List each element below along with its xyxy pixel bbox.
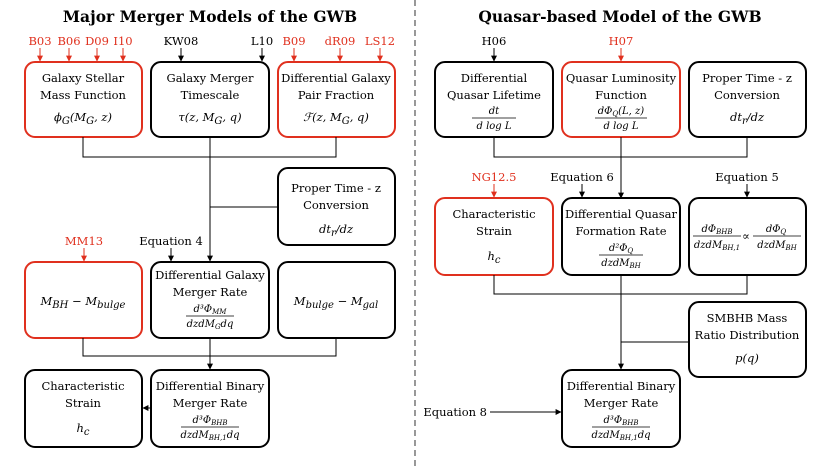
- svg-text:Differential Galaxy: Differential Galaxy: [155, 268, 265, 282]
- svg-text:p(q): p(q): [735, 351, 759, 365]
- box-differential-galaxy-pair-fraction: Differential Galaxy Pair Fraction ℱ(z, M…: [277, 61, 396, 138]
- svg-text:d log L: d log L: [476, 121, 511, 132]
- svg-text:dzdMBH: dzdMBH: [757, 240, 797, 252]
- svg-text:Mbulge − Mgal: Mbulge − Mgal: [293, 294, 378, 311]
- svg-text:Conversion: Conversion: [303, 198, 369, 212]
- svg-text:Differential Galaxy: Differential Galaxy: [281, 71, 391, 85]
- box-characteristic-strain-left: Characteristic Strain hc: [24, 369, 143, 448]
- svg-text:dtr/dz: dtr/dz: [730, 110, 765, 127]
- svg-text:dzdMBH,1dq: dzdMBH,1dq: [180, 430, 239, 442]
- ref-h07: H07: [609, 34, 634, 48]
- svg-text:τ(z, MG, q): τ(z, MG, q): [178, 110, 241, 127]
- box-characteristic-strain-right: Characteristic Strain hc: [434, 197, 554, 276]
- label-equation-8: Equation 8: [423, 405, 487, 419]
- svg-text:Proper Time - z: Proper Time - z: [291, 181, 381, 195]
- box-mbh-mbulge: MBH − Mbulge: [24, 261, 143, 339]
- svg-text:dΦQ(L, z): dΦQ(L, z): [598, 106, 645, 118]
- svg-text:∝: ∝: [742, 229, 750, 243]
- svg-text:hc: hc: [76, 421, 89, 438]
- box-smbhb-mass-ratio-distribution: SMBHB Mass Ratio Distribution p(q): [688, 301, 807, 378]
- box-differential-binary-merger-rate-left: Differential Binary Merger Rate d³ΦBHB d…: [150, 369, 270, 448]
- svg-text:Merger Rate: Merger Rate: [173, 285, 248, 299]
- svg-text:d³ΦBHB: d³ΦBHB: [603, 415, 638, 427]
- box-proper-time-conversion-left: Proper Time - z Conversion dtr/dz: [277, 167, 396, 246]
- svg-text:Merger Rate: Merger Rate: [173, 396, 248, 410]
- svg-text:Function: Function: [595, 88, 647, 102]
- box-differential-binary-merger-rate-right: Differential Binary Merger Rate d³ΦBHB d…: [561, 369, 681, 448]
- svg-text:dzdMBH,1dq: dzdMBH,1dq: [591, 430, 650, 442]
- svg-text:Strain: Strain: [476, 224, 513, 238]
- svg-text:dΦQ: dΦQ: [766, 224, 787, 236]
- svg-text:Proper Time - z: Proper Time - z: [702, 71, 792, 85]
- svg-text:SMBHB Mass: SMBHB Mass: [707, 311, 788, 325]
- label-equation-6: Equation 6: [550, 170, 614, 184]
- svg-text:Galaxy Stellar: Galaxy Stellar: [42, 71, 125, 85]
- svg-text:Differential Binary: Differential Binary: [156, 379, 265, 393]
- ref-ls12: LS12: [365, 34, 395, 48]
- svg-text:dΦBHB: dΦBHB: [701, 224, 732, 236]
- ref-mm13: MM13: [65, 234, 103, 248]
- ref-kw08: KW08: [164, 34, 199, 48]
- svg-text:Mass Function: Mass Function: [40, 88, 127, 102]
- box-mbulge-mgal: Mbulge − Mgal: [277, 261, 396, 339]
- svg-text:Characteristic: Characteristic: [41, 379, 124, 393]
- box-stellar-mass-function: Galaxy Stellar Mass Function ϕG(MG, z): [24, 61, 143, 138]
- svg-text:hc: hc: [487, 249, 500, 266]
- box-galaxy-merger-timescale: Galaxy Merger Timescale τ(z, MG, q): [150, 61, 270, 138]
- svg-text:Conversion: Conversion: [714, 88, 780, 102]
- svg-text:Differential: Differential: [461, 71, 528, 85]
- svg-text:Characteristic: Characteristic: [452, 207, 535, 221]
- svg-text:Differential Quasar: Differential Quasar: [565, 207, 678, 221]
- label-equation-5: Equation 5: [715, 170, 779, 184]
- svg-text:dt: dt: [489, 106, 500, 117]
- ref-b03: B03: [28, 34, 51, 48]
- label-equation-4: Equation 4: [139, 234, 203, 248]
- ref-ng12-5: NG12.5: [472, 170, 517, 184]
- ref-h06: H06: [482, 34, 507, 48]
- right-title: Quasar-based Model of the GWB: [478, 7, 761, 26]
- svg-text:d²ΦQ: d²ΦQ: [609, 243, 634, 255]
- box-proper-time-conversion-right: Proper Time - z Conversion dtr/dz: [688, 61, 807, 138]
- svg-text:Ratio Distribution: Ratio Distribution: [695, 328, 800, 342]
- ref-l10: L10: [251, 34, 273, 48]
- svg-text:dzdMGdq: dzdMGdq: [187, 319, 234, 331]
- box-proportionality-relation: dΦBHB dzdMBH,1 ∝ dΦQ dzdMBH: [688, 197, 807, 276]
- ref-dr09: dR09: [325, 34, 356, 48]
- svg-text:dzdMBH: dzdMBH: [601, 258, 641, 270]
- svg-text:Merger Rate: Merger Rate: [584, 396, 659, 410]
- svg-text:dtr/dz: dtr/dz: [319, 222, 354, 239]
- svg-text:Galaxy Merger: Galaxy Merger: [167, 71, 254, 85]
- box-differential-galaxy-merger-rate: Differential Galaxy Merger Rate d³ΦMM dz…: [150, 261, 270, 339]
- svg-text:d³ΦBHB: d³ΦBHB: [192, 415, 227, 427]
- box-differential-quasar-formation-rate: Differential Quasar Formation Rate d²ΦQ …: [561, 197, 681, 276]
- svg-text:d³ΦMM: d³ΦMM: [194, 304, 228, 316]
- svg-text:ℱ(z, MG, q): ℱ(z, MG, q): [303, 110, 369, 127]
- svg-text:Strain: Strain: [65, 396, 102, 410]
- svg-text:dzdMBH,1: dzdMBH,1: [694, 240, 740, 252]
- svg-text:Quasar Lifetime: Quasar Lifetime: [447, 88, 541, 102]
- svg-text:Quasar Luminosity: Quasar Luminosity: [566, 71, 677, 85]
- ref-b06: B06: [57, 34, 80, 48]
- box-differential-quasar-lifetime: Differential Quasar Lifetime dt d log L: [434, 61, 554, 138]
- svg-text:Timescale: Timescale: [181, 88, 240, 102]
- svg-text:ϕG(MG, z): ϕG(MG, z): [54, 110, 112, 127]
- ref-b09: B09: [282, 34, 305, 48]
- svg-text:Pair Fraction: Pair Fraction: [298, 88, 375, 102]
- svg-text:Formation Rate: Formation Rate: [575, 224, 666, 238]
- box-quasar-luminosity-function: Quasar Luminosity Function dΦQ(L, z) d l…: [561, 61, 681, 138]
- ref-i10: I10: [113, 34, 132, 48]
- svg-text:d log L: d log L: [603, 121, 638, 132]
- svg-text:Differential Binary: Differential Binary: [567, 379, 676, 393]
- left-title: Major Merger Models of the GWB: [63, 7, 357, 26]
- ref-d09: D09: [85, 34, 109, 48]
- svg-text:MBH − Mbulge: MBH − Mbulge: [40, 294, 126, 311]
